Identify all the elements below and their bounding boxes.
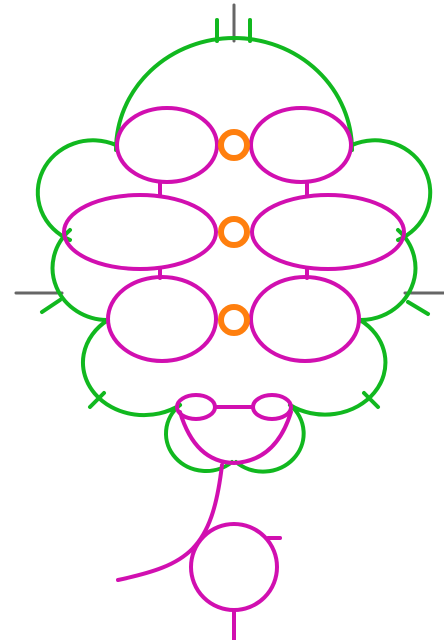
loop-lower-right xyxy=(251,277,359,361)
beads xyxy=(221,132,247,333)
outline-arc-right-middle xyxy=(360,230,415,320)
magenta-loops xyxy=(64,108,404,640)
bead-middle xyxy=(221,219,247,245)
loop-lower-left xyxy=(108,277,216,361)
outline-arc-left-upper xyxy=(38,140,116,240)
end-ring xyxy=(191,524,277,610)
picot-left xyxy=(42,300,60,312)
bead-top xyxy=(221,132,247,158)
picot-right xyxy=(408,302,428,314)
loop-top-left xyxy=(117,108,217,182)
outline-arc-right-upper xyxy=(352,140,430,240)
loop-top-right xyxy=(251,108,351,182)
loop-middle-left xyxy=(64,195,216,269)
outline-arc-left-middle xyxy=(53,230,108,320)
tail-thread xyxy=(118,465,222,580)
thread-ends xyxy=(16,5,444,293)
small-loop-right xyxy=(253,395,291,419)
loop-middle-right xyxy=(252,195,404,269)
bead-bottom xyxy=(221,307,247,333)
